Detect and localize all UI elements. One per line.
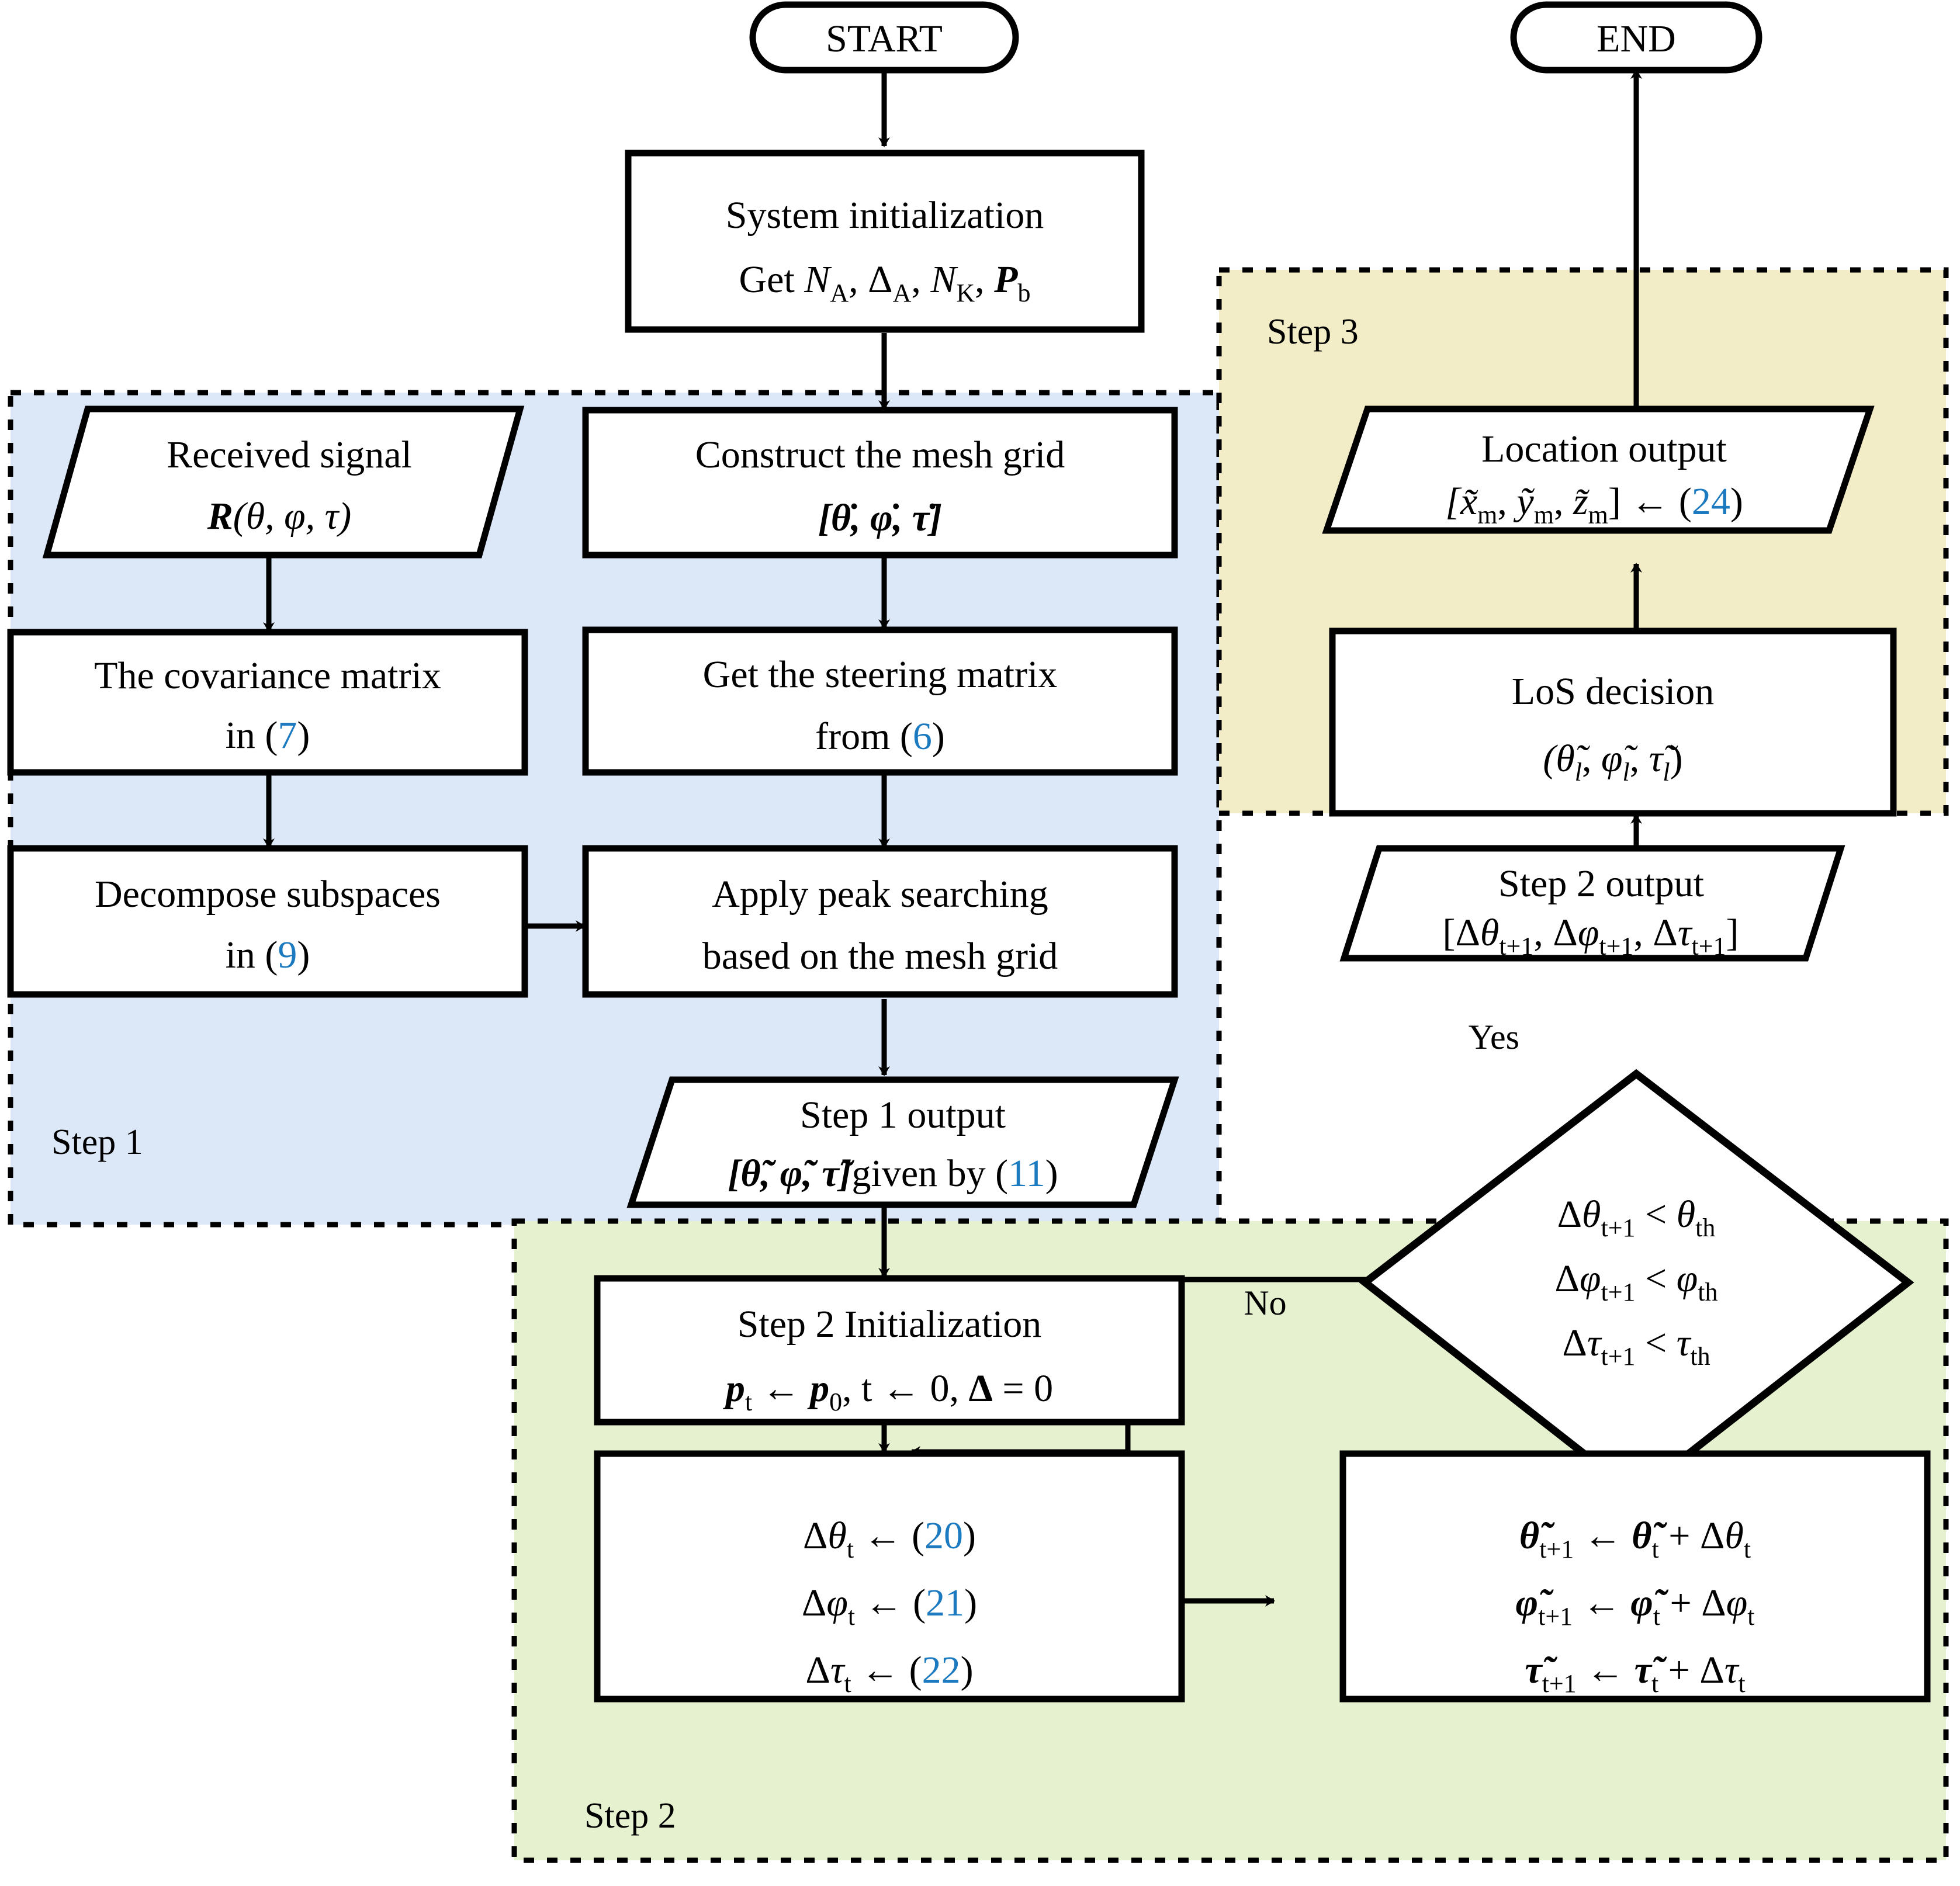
node-parameter-update-line1: θ̃t+1 ← θ̃t + Δθt [1519, 1514, 1751, 1563]
node-apply-peak-searching-line1: Apply peak searching [712, 873, 1048, 916]
node-covariance-matrix[interactable]: The covariance matrix in (7) [7, 629, 528, 776]
node-steering-matrix-line1: Get the steering matrix [703, 653, 1058, 696]
eq-ref-7: 7 [278, 714, 297, 757]
node-apply-peak-searching[interactable]: Apply peak searching based on the mesh g… [582, 845, 1178, 998]
edge-label-yes: Yes [1469, 1018, 1519, 1056]
node-system-initialization[interactable]: System initialization Get NA, ΔA, NK, Pb [625, 150, 1145, 333]
node-delta-updates-line3: Δτt ← (22) [805, 1649, 973, 1698]
node-los-decision-line1: LoS decision [1512, 670, 1714, 713]
node-start-label: START [826, 18, 943, 60]
node-end-label: END [1597, 18, 1676, 60]
node-received-signal-line2: R(θ, φ, τ) [207, 495, 352, 538]
node-parameter-update[interactable]: θ̃t+1 ← θ̃t + Δθt φ̃t+1 ← φ̃t + Δφt τ̃t+… [1339, 1450, 1931, 1703]
region-step3-label: Step 3 [1267, 312, 1359, 352]
node-system-initialization-line1: System initialization [726, 194, 1044, 237]
node-step2-output-line1: Step 2 output [1498, 862, 1704, 905]
node-received-signal[interactable]: Received signal R(θ, φ, τ) [42, 405, 525, 559]
node-threshold-decision-line2: Δφt+1 < φth [1555, 1257, 1718, 1306]
node-delta-updates-line2: Δφt ← (21) [802, 1582, 977, 1631]
node-step2-initialization-line1: Step 2 Initialization [737, 1303, 1042, 1346]
node-construct-mesh-grid-line1: Construct the mesh grid [695, 434, 1065, 476]
node-los-decision[interactable]: LoS decision (θ̃l, φ̃l, τ̃l) [1329, 627, 1897, 817]
eq-ref-9: 9 [278, 934, 297, 976]
node-covariance-matrix-line1: The covariance matrix [94, 654, 441, 697]
node-decompose-subspaces-line1: Decompose subspaces [95, 873, 441, 916]
node-steering-matrix-line2: from (6) [815, 715, 945, 758]
region-step2-label: Step 2 [584, 1796, 676, 1836]
node-covariance-matrix-line2: in (7) [226, 714, 310, 757]
node-los-decision-line2: (θ̃l, φ̃l, τ̃l) [1543, 737, 1682, 786]
eq-ref-24: 24 [1692, 480, 1730, 523]
node-delta-updates[interactable]: Δθt ← (20) Δφt ← (21) Δτt ← (22) [594, 1450, 1185, 1703]
edge-label-no: No [1244, 1284, 1286, 1322]
node-construct-mesh-grid[interactable]: Construct the mesh grid [θ̇, φ̇, τ̇] [582, 407, 1178, 559]
eq-ref-22: 22 [922, 1649, 961, 1691]
node-threshold-decision-line1: Δθt+1 < θth [1557, 1193, 1716, 1242]
node-threshold-decision-line3: Δτt+1 < τth [1562, 1322, 1710, 1371]
node-step2-output[interactable]: Step 2 output [Δθt+1, Δφt+1, Δτt+1] [1339, 845, 1845, 962]
node-step1-output-line1: Step 1 output [800, 1094, 1006, 1136]
node-location-output[interactable]: Location output [x̃m, ỹm, z̃m] ← (24) [1322, 405, 1875, 534]
node-construct-mesh-grid-line2: [θ̇, φ̇, τ̇] [818, 497, 942, 539]
eq-ref-6: 6 [913, 715, 932, 758]
node-steering-matrix[interactable]: Get the steering matrix from (6) [582, 626, 1178, 776]
node-decompose-subspaces-line2: in (9) [226, 934, 310, 976]
node-end[interactable]: END [1510, 1, 1762, 74]
node-system-initialization-line2: Get NA, ΔA, NK, Pb [739, 258, 1031, 307]
node-location-output-line1: Location output [1481, 428, 1727, 470]
node-start[interactable]: START [749, 1, 1019, 74]
region-step1-label: Step 1 [51, 1122, 143, 1162]
node-step1-output[interactable]: Step 1 output [θ̃, φ̃, τ̃]given by (11) [626, 1076, 1179, 1208]
node-parameter-update-line2: φ̃t+1 ← φ̃t + Δφt [1516, 1582, 1755, 1631]
node-step2-initialization-line2: pt ← p0, t ← 0, Δ = 0 [723, 1367, 1053, 1416]
node-step1-output-line2: [θ̃, φ̃, τ̃]given by (11) [728, 1152, 1058, 1195]
node-decompose-subspaces[interactable]: Decompose subspaces in (9) [7, 845, 528, 998]
node-parameter-update-line3: τ̃t+1 ← τ̃t + Δτt [1525, 1649, 1745, 1698]
node-delta-updates-line1: Δθt ← (20) [803, 1514, 976, 1563]
eq-ref-21: 21 [926, 1582, 964, 1624]
eq-ref-20: 20 [924, 1514, 963, 1557]
node-step2-output-line2: [Δθt+1, Δφt+1, Δτt+1] [1442, 911, 1739, 961]
node-step2-initialization[interactable]: Step 2 Initialization pt ← p0, t ← 0, Δ … [594, 1275, 1185, 1426]
node-apply-peak-searching-line2: based on the mesh grid [702, 935, 1058, 977]
node-received-signal-line1: Received signal [167, 434, 412, 476]
eq-ref-11: 11 [1008, 1152, 1045, 1195]
